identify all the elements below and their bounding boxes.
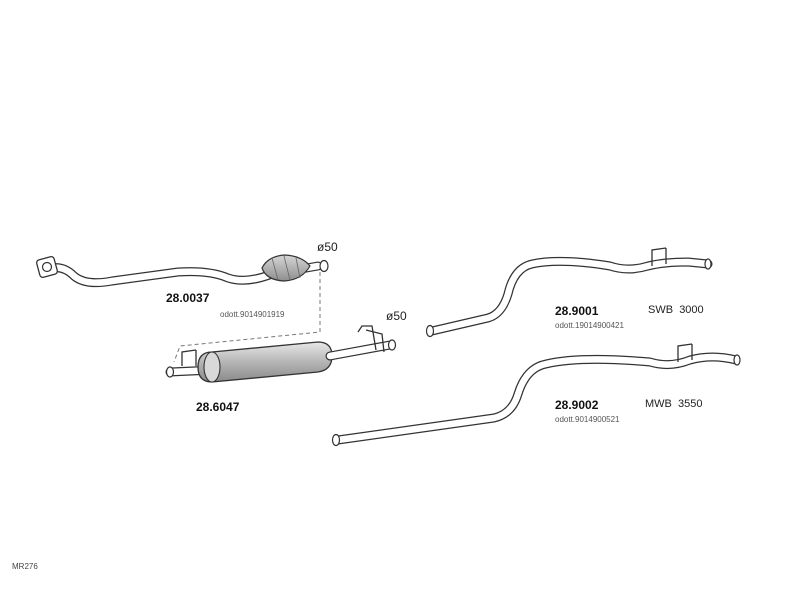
part-number-middle-silencer[interactable]: 28.6047: [196, 400, 240, 414]
length-mwb: 3550: [678, 398, 703, 410]
oem-number-tail-swb: odott.19014900421: [555, 321, 624, 330]
diameter-front-pipe: ø50: [317, 240, 338, 254]
diameter-middle-silencer: ø50: [386, 309, 407, 323]
variant-tail-mwb: MWB 3550: [645, 398, 703, 410]
length-swb: 3000: [679, 304, 704, 316]
connection-dashed-line: [173, 272, 321, 363]
part-number-tail-mwb[interactable]: 28.9002: [555, 398, 599, 412]
variant-label-mwb: MWB: [645, 398, 672, 410]
tail-pipe-swb: [425, 247, 713, 338]
part-number-tail-swb[interactable]: 28.9001: [555, 304, 599, 318]
front-pipe: [36, 254, 329, 288]
front-flange: [36, 256, 58, 278]
variant-label-swb: SWB: [648, 304, 674, 316]
catalytic-converter: [261, 254, 311, 282]
part-number-front-pipe[interactable]: 28.0037: [166, 291, 210, 305]
oem-number-tail-mwb: odott.9014900521: [555, 415, 620, 424]
tail-pipe-mwb: [331, 343, 741, 447]
oem-number-front-pipe: odott.9014901919: [220, 310, 285, 319]
middle-silencer: [165, 325, 397, 383]
variant-tail-swb: SWB 3000: [648, 304, 704, 316]
diagram-reference: MR276: [12, 562, 38, 571]
